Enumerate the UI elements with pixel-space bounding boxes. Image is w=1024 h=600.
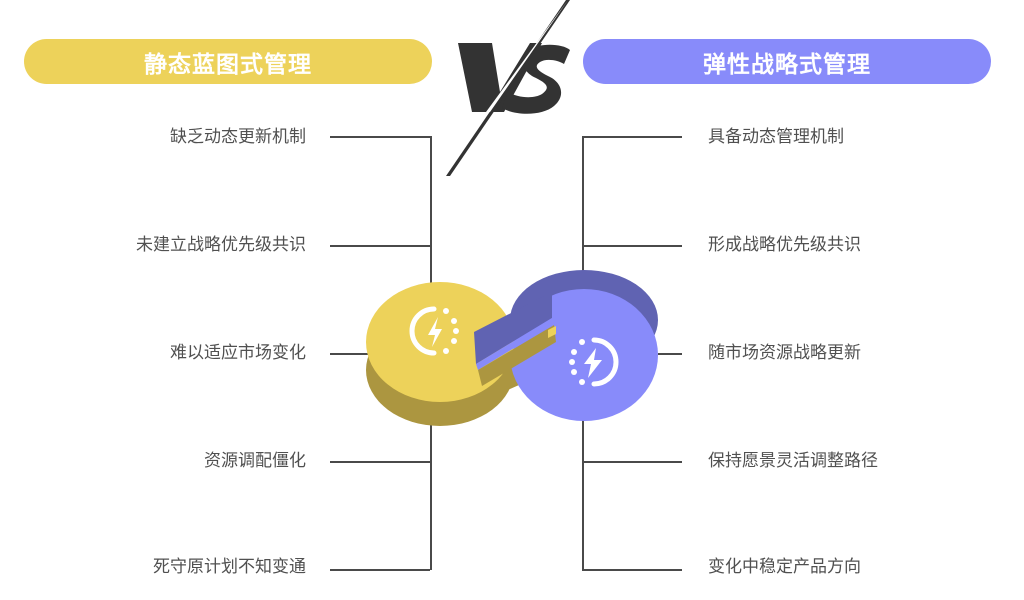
left-item-5: 死守原计划不知变通 (153, 557, 306, 577)
left-item-4: 资源调配僵化 (204, 451, 306, 471)
left-header-pill: 静态蓝图式管理 (24, 39, 432, 84)
left-branch-3 (330, 353, 368, 355)
right-header-title: 弹性战略式管理 (703, 51, 871, 78)
left-item-3: 难以适应市场变化 (170, 343, 306, 363)
left-item-1: 缺乏动态更新机制 (170, 127, 306, 147)
right-header-pill: 弹性战略式管理 (583, 39, 991, 84)
right-item-4: 保持愿景灵活调整路径 (708, 451, 878, 471)
right-branch-3 (658, 353, 682, 355)
right-branch-4 (582, 461, 682, 463)
right-item-1: 具备动态管理机制 (708, 127, 844, 147)
infinity-link-graphic (366, 270, 658, 426)
right-item-2: 形成战略优先级共识 (708, 235, 861, 255)
vs-logo-icon (446, 0, 570, 176)
left-branch-1 (330, 136, 430, 138)
left-header-title: 静态蓝图式管理 (144, 51, 312, 78)
right-branch-1 (582, 136, 682, 138)
left-branch-5 (330, 569, 430, 571)
right-item-5: 变化中稳定产品方向 (708, 557, 861, 577)
lightning-refresh-icon-yellow (409, 306, 459, 356)
left-branch-2 (330, 245, 430, 247)
lightning-refresh-icon-blue (569, 337, 619, 387)
right-branch-2 (582, 245, 682, 247)
left-item-2: 未建立战略优先级共识 (136, 235, 306, 255)
right-item-3: 随市场资源战略更新 (708, 343, 861, 363)
left-branch-4 (330, 461, 430, 463)
right-branch-5 (582, 569, 682, 571)
